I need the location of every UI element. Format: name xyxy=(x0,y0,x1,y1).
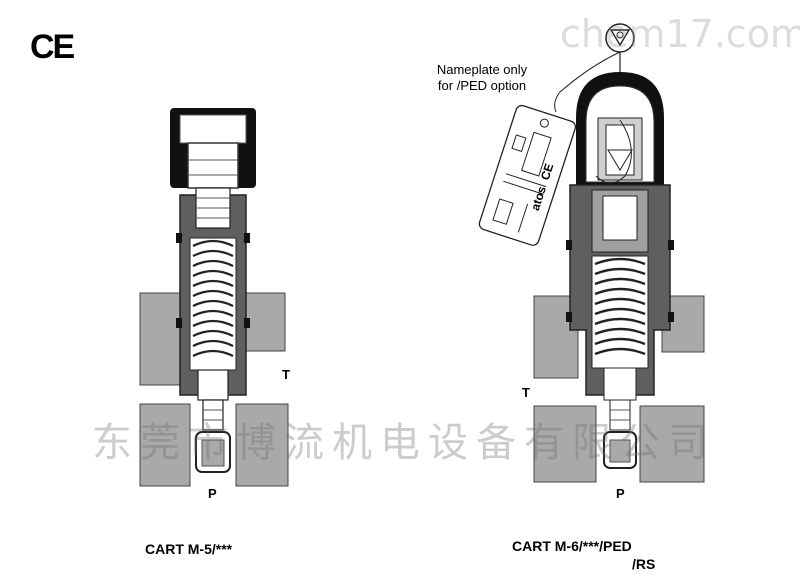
ce-mark: CE xyxy=(30,28,75,66)
nameplate-note-line1: Nameplate only xyxy=(436,62,528,77)
left-valve-drawing xyxy=(139,108,289,487)
right-port-p: P xyxy=(616,486,625,501)
right-caption-line1: CART M-6/***/PED xyxy=(512,538,632,554)
left-caption: CART M-5/*** xyxy=(145,541,233,557)
right-caption-line2: /RS xyxy=(632,556,656,572)
nameplate-note-line2: for /PED option xyxy=(437,78,527,93)
left-port-p: P xyxy=(208,486,217,501)
watermark-top: chem17.com xyxy=(560,12,800,56)
left-port-t: T xyxy=(282,367,290,382)
watermark-center: 东莞市博流机电设备有限公司 xyxy=(92,420,716,466)
right-port-t: T xyxy=(522,385,530,400)
nameplate-note: Nameplate only for /PED option xyxy=(412,62,552,94)
right-valve-drawing xyxy=(478,23,705,483)
